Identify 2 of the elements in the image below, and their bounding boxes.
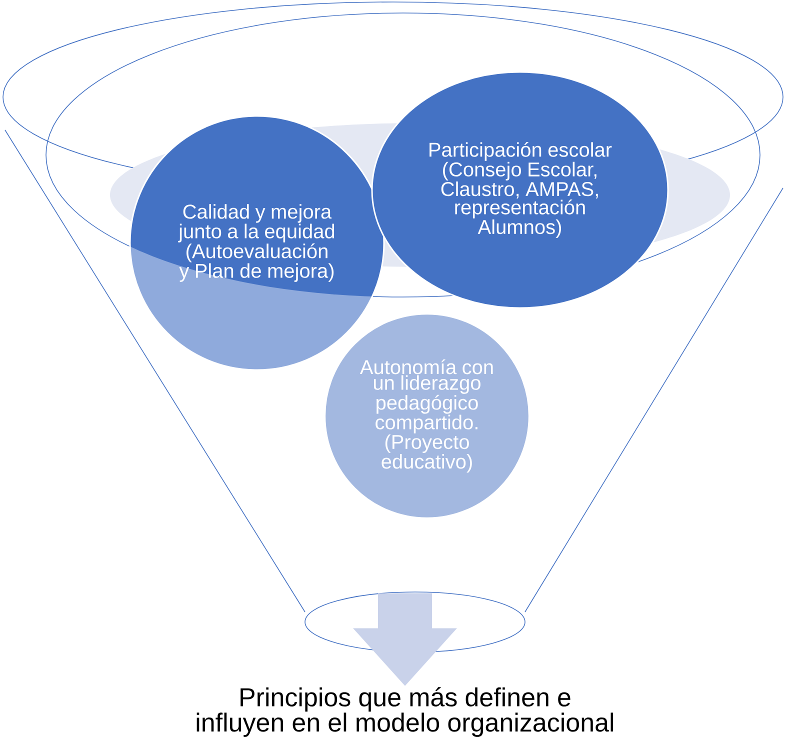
caption-text: Principios que más definen e influyen en el modelo organizacional	[196, 687, 614, 737]
block-arrow	[353, 593, 457, 686]
